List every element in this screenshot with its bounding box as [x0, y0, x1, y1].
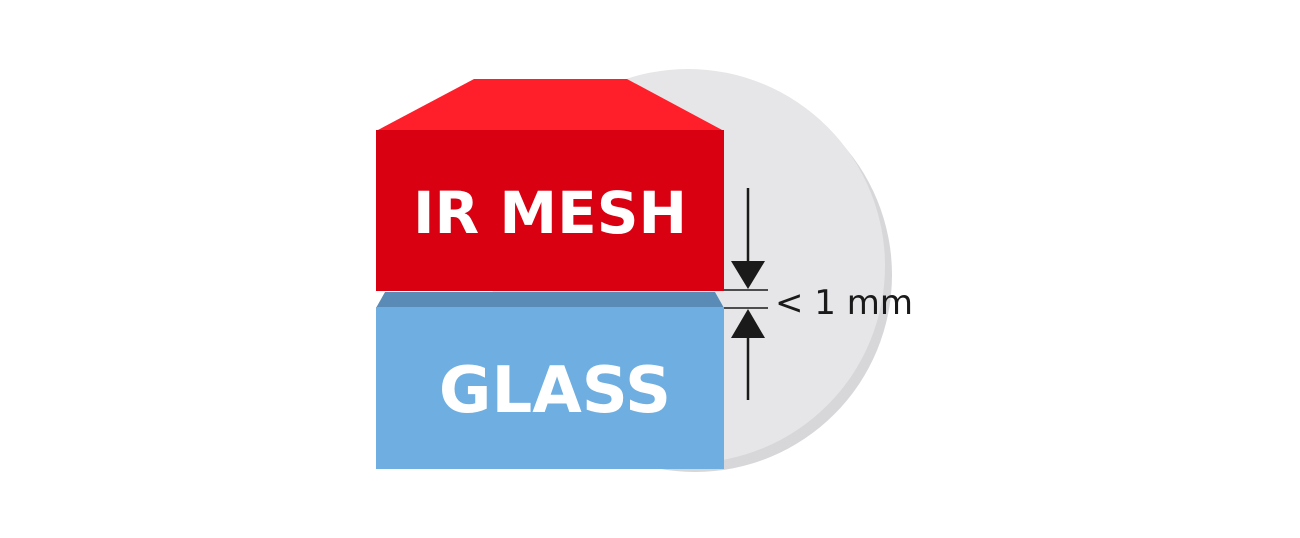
- ir-mesh-label: IR MESH: [413, 179, 687, 247]
- ir-mesh-layer: [376, 130, 724, 291]
- glass-top-edge: [376, 292, 724, 308]
- glass-layer: [376, 307, 724, 469]
- gap-label: < 1 mm: [775, 283, 913, 323]
- ir-mesh-top-face: [376, 79, 724, 131]
- glass-label: GLASS: [439, 354, 671, 428]
- gap-arrow-up-icon: [731, 309, 765, 338]
- gap-arrow-down-icon: [731, 261, 765, 289]
